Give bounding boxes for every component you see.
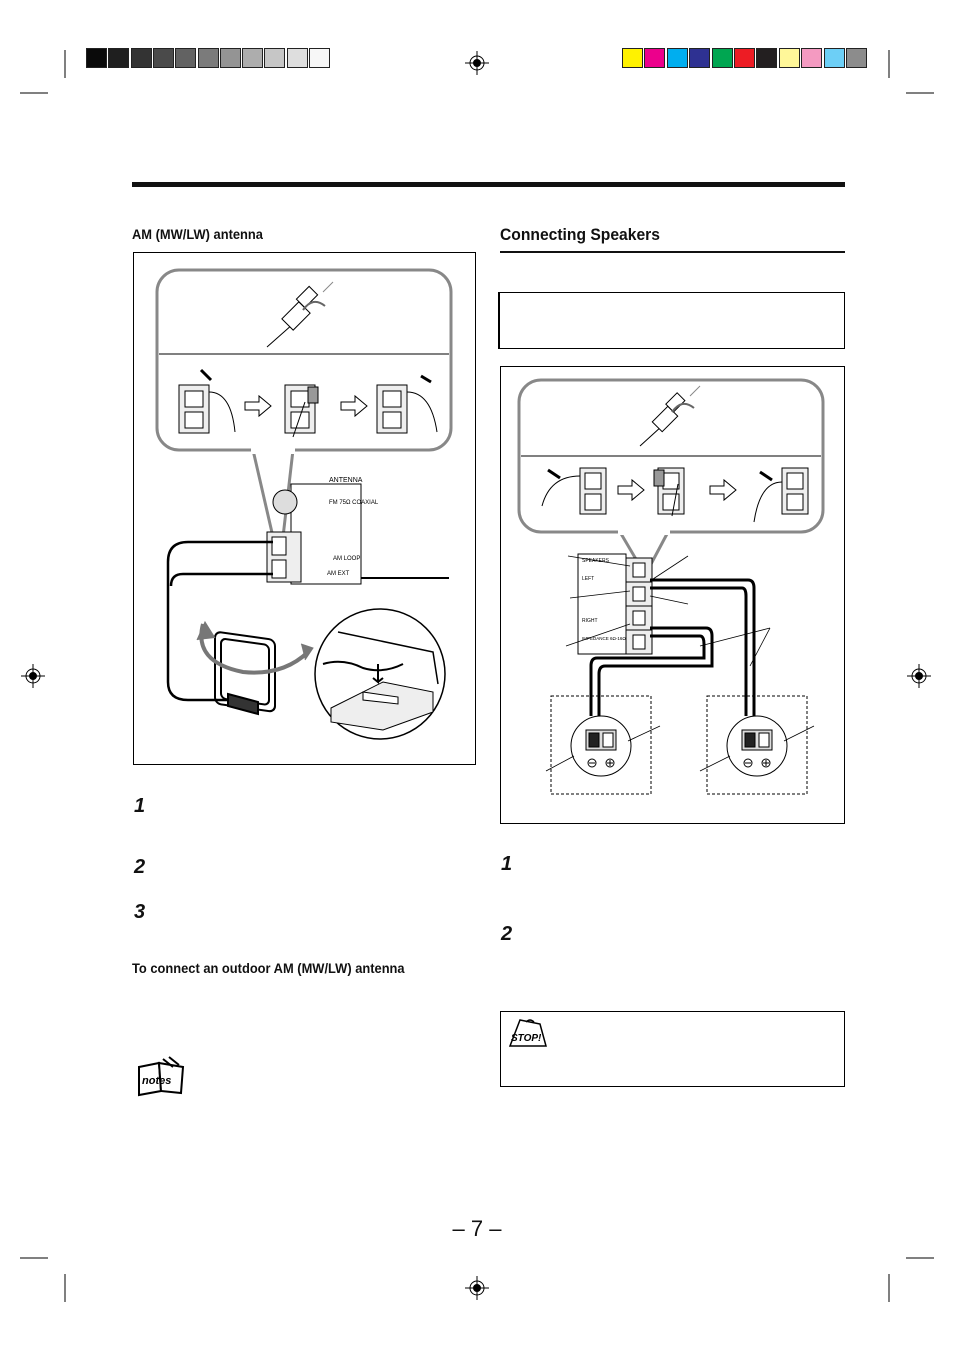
terminal-step-1-icon: [178, 368, 236, 434]
gray-swatch: [108, 48, 130, 68]
am-antenna-heading: AM (MW/LW) antenna: [132, 226, 263, 242]
impedance-label: IMPEDANCE 6Ω-16Ω: [582, 636, 626, 641]
antenna-diagram: ANTENNA FM 75Ω COAXIAL AM LOOP AM EXT: [155, 268, 453, 740]
right-arrow-icon: [709, 478, 737, 502]
stop-icon: STOP!: [508, 1019, 547, 1047]
color-swatch: [689, 48, 711, 68]
am-ext-label: AM EXT: [327, 571, 350, 577]
right-arrow-icon: [244, 394, 272, 418]
gray-swatch: [197, 48, 219, 68]
color-swatch: [644, 48, 666, 68]
right-step-2-number: 2: [501, 923, 513, 945]
loop-antenna-icon: [214, 631, 276, 716]
registration-target-icon: [21, 664, 45, 688]
color-swatch: [711, 48, 733, 68]
gray-swatch: [219, 48, 241, 68]
coax-connector-icon: [639, 385, 701, 447]
coax-connector-icon: [266, 281, 334, 348]
registration-target-icon: [465, 51, 489, 75]
speaker-terminal-left-icon: [545, 715, 661, 777]
right-step-1-number: 1: [501, 853, 513, 875]
color-swatch: [666, 48, 688, 68]
am-loop-label: AM LOOP: [333, 556, 360, 562]
color-swatch: [778, 48, 800, 68]
gray-swatch: [86, 48, 107, 68]
antenna-label: ANTENNA: [329, 477, 363, 484]
gray-swatch: [130, 48, 152, 68]
speaker-diagram-frame: [500, 366, 845, 824]
speaker-terminal-step-1-icon: [541, 467, 607, 515]
gray-swatch: [152, 48, 174, 68]
svg-text:notes: notes: [142, 1075, 171, 1087]
gray-swatch: [286, 48, 308, 68]
left-step-2-number: 2: [134, 856, 146, 878]
speaker-terminal-step-2-icon: [653, 467, 685, 517]
speaker-terminal-right-icon: [699, 715, 815, 777]
left-label: LEFT: [582, 576, 594, 582]
speaker-terminal-step-3-icon: [753, 467, 809, 523]
color-swatch: [823, 48, 845, 68]
gray-swatch: [264, 48, 286, 68]
connecting-speakers-heading: Connecting Speakers: [500, 225, 660, 244]
fm-label: FM 75Ω COAXIAL: [329, 500, 379, 506]
warning-box: [500, 1011, 845, 1087]
color-swatch: [756, 48, 778, 68]
left-step-1-number: 1: [134, 795, 146, 817]
header-rule: [132, 182, 845, 187]
gray-swatch: [175, 48, 197, 68]
svg-text:STOP!: STOP!: [511, 1033, 542, 1044]
heading-underline: [500, 251, 845, 253]
right-arrow-icon: [340, 394, 368, 418]
left-step-3-number: 3: [134, 901, 146, 923]
outdoor-antenna-heading: To connect an outdoor AM (MW/LW) antenna: [132, 960, 405, 976]
terminal-step-2-icon: [284, 384, 319, 438]
notes-icon: notes: [138, 1056, 185, 1097]
speaker-diagram: SPEAKERS LEFT RIGHT IMPEDANCE 6Ω-16Ω: [517, 378, 825, 795]
caution-box: [498, 292, 845, 349]
gray-swatch: [309, 48, 330, 68]
antenna-diagram-frame: [133, 252, 476, 765]
gray-swatch: [242, 48, 264, 68]
speakers-label: SPEAKERS: [582, 558, 610, 564]
color-swatch: [734, 48, 755, 68]
terminal-step-3-icon: [376, 374, 438, 434]
color-swatch: [801, 48, 823, 68]
right-arrow-icon: [617, 478, 645, 502]
registration-target-icon: [465, 1276, 489, 1300]
color-swatch: [622, 48, 643, 68]
color-swatch: [846, 48, 867, 68]
page-number: – 7 –: [452, 1216, 502, 1241]
right-label: RIGHT: [582, 618, 598, 624]
registration-target-icon: [907, 664, 931, 688]
